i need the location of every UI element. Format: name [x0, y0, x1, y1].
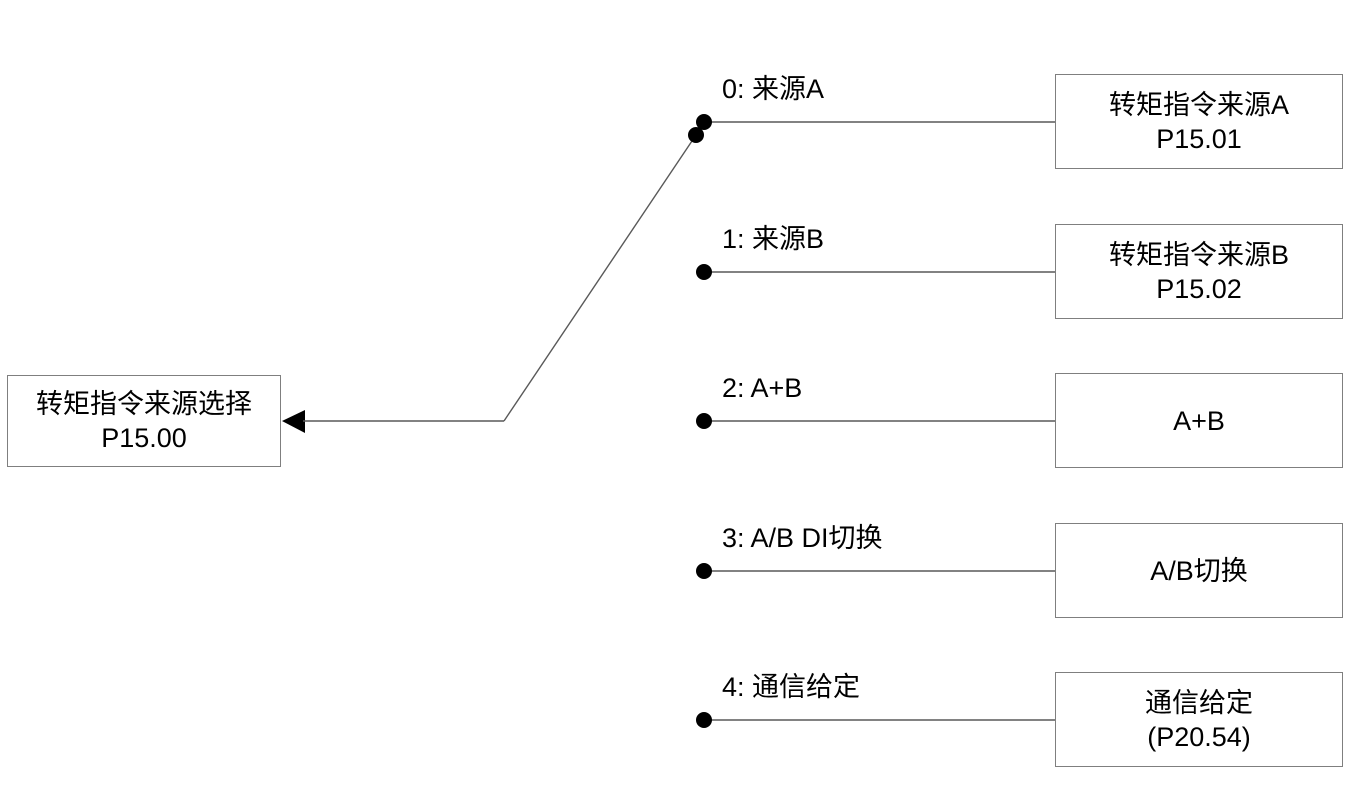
option-0-box-line2: P15.01 — [1156, 123, 1242, 154]
option-2-box: A+B — [1055, 373, 1343, 468]
option-1-box-line1: 转矩指令来源B — [1108, 239, 1289, 270]
option-0-label: 0: 来源A — [722, 74, 825, 104]
option-4-box-line1: 通信给定 — [1145, 687, 1253, 718]
option-1-box-line2: P15.02 — [1156, 273, 1242, 304]
option-1-box: 转矩指令来源B P15.02 — [1055, 224, 1343, 319]
selector-box-param: P15.00 — [101, 423, 187, 453]
option-1-label: 1: 来源B — [722, 224, 825, 254]
selector-box: 转矩指令来源选择 P15.00 — [7, 375, 281, 467]
option-0-box: 转矩指令来源A P15.01 — [1055, 74, 1343, 169]
selector-arrowhead-icon — [282, 410, 305, 433]
option-2-box-line1: A+B — [1173, 405, 1225, 436]
option-4-label: 4: 通信给定 — [722, 672, 861, 702]
contact-dot-4 — [696, 712, 712, 728]
option-3-label: 3: A/B DI切换 — [722, 523, 883, 553]
wiper-line-diagonal — [503, 134, 697, 422]
contact-dot-2 — [696, 413, 712, 429]
option-4-box-line2: (P20.54) — [1147, 721, 1251, 752]
option-3-box-line1: A/B切换 — [1150, 555, 1248, 586]
contact-dot-0 — [696, 114, 712, 130]
option-2-label: 2: A+B — [722, 373, 803, 403]
selector-box-title: 转矩指令来源选择 — [36, 389, 252, 419]
option-3-box: A/B切换 — [1055, 523, 1343, 618]
contact-dot-1 — [696, 264, 712, 280]
option-4-box: 通信给定 (P20.54) — [1055, 672, 1343, 767]
contact-dot-3 — [696, 563, 712, 579]
wiper-dot — [688, 127, 704, 143]
option-0-box-line1: 转矩指令来源A — [1108, 89, 1289, 120]
